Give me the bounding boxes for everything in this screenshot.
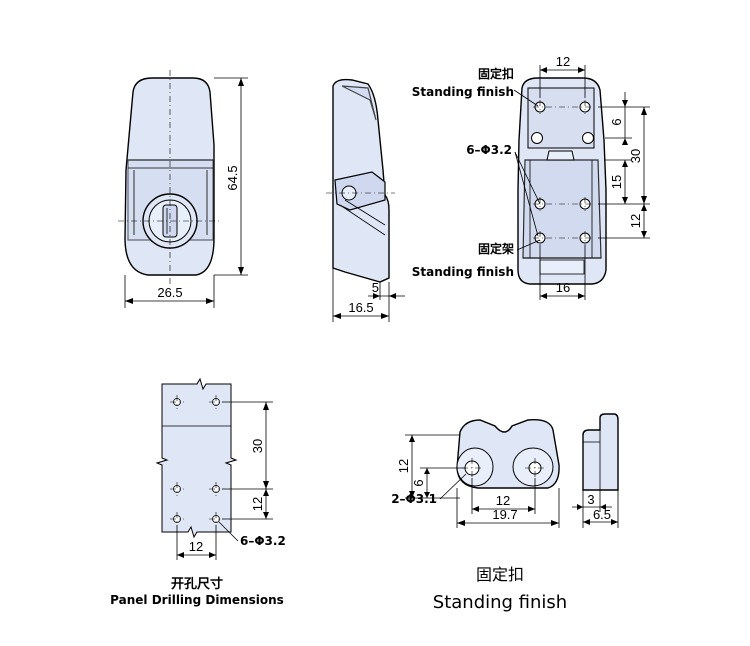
back-bottom-label-en: Standing finish [412, 265, 514, 279]
catch-height-6-dim: 6 [411, 479, 426, 486]
panel-drilling-view: 30 12 12 6–Φ3.2 开孔尺寸 Panel Drilling Dime… [110, 377, 286, 607]
catch-width-19-7-dim: 19.7 [492, 507, 517, 522]
catch-side-view: 3 6.5 [572, 413, 619, 528]
catch-hole-label: 2–Φ3.1 [391, 492, 437, 506]
side-view: 5 16.5 [326, 78, 405, 322]
drill-12-vert-dim: 12 [250, 497, 265, 511]
back-gap-30-dim: 30 [628, 149, 643, 163]
back-gap-12-dim: 12 [628, 214, 643, 228]
catch-view: 12 6 12 19.7 2–Φ3.1 固定扣 Standing finish [391, 419, 567, 613]
back-gap-15-dim: 15 [609, 175, 624, 189]
back-bottom-width-dim: 16 [556, 280, 570, 295]
front-height-dim: 64.5 [225, 165, 240, 190]
back-top-width-dim: 12 [556, 54, 570, 69]
side-offset-dim: 5 [372, 280, 379, 295]
front-width-dim: 26.5 [157, 285, 182, 300]
side-depth-dim: 16.5 [348, 300, 373, 315]
front-view: 64.5 26.5 [118, 70, 248, 308]
catch-width-12-dim: 12 [496, 493, 510, 508]
drill-12-horz-dim: 12 [189, 539, 203, 554]
catch-side-6-5-dim: 6.5 [593, 507, 611, 522]
back-bottom-label-cn: 固定架 [478, 241, 514, 256]
back-hole-label: 6–Φ3.2 [466, 143, 512, 157]
back-view: 12 6 15 30 12 16 固定扣 Standing finish 6–Φ… [412, 54, 650, 300]
drill-30-dim: 30 [250, 439, 265, 453]
drill-caption-en: Panel Drilling Dimensions [110, 593, 284, 607]
back-gap-6-dim: 6 [609, 118, 624, 125]
drill-caption-cn: 开孔尺寸 [171, 576, 223, 592]
drill-hole-label: 6–Φ3.2 [240, 534, 286, 548]
back-top-label-cn: 固定扣 [478, 66, 514, 81]
back-top-label-en: Standing finish [412, 85, 514, 99]
catch-height-12-dim: 12 [396, 459, 411, 473]
catch-side-3-dim: 3 [587, 492, 594, 507]
catch-caption-en: Standing finish [433, 592, 567, 613]
catch-caption-cn: 固定扣 [476, 565, 524, 584]
